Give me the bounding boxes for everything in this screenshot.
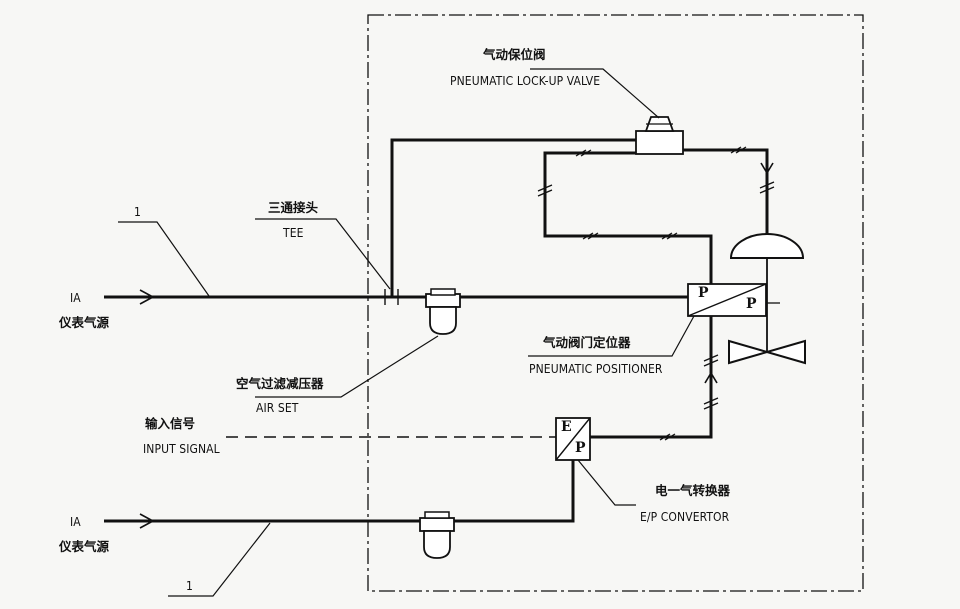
leader-positioner (528, 315, 695, 357)
tee-label-en: TEE (283, 226, 304, 240)
air-set-label-zh: 空气过滤减压器 (236, 376, 324, 391)
positioner-label-zh: 气动阀门定位器 (543, 335, 631, 350)
positioner-symbol (687, 283, 767, 317)
callout-number-top: 1 (134, 205, 141, 219)
positioner-letter-left: P (698, 285, 709, 301)
leader-callout-top (118, 221, 210, 297)
lockup-supply-line (390, 138, 636, 297)
ia-supply-line-top (104, 289, 688, 305)
ia-label-bottom: IA (70, 515, 81, 529)
air-set-top (425, 288, 461, 335)
ep-converter-label-zh: 电一气转换器 (655, 483, 731, 498)
ia-supply-line-bottom (104, 460, 575, 529)
ia-label-top: IA (70, 291, 81, 305)
ep-letter-bottom: P (575, 440, 586, 456)
control-valve-symbol (728, 233, 806, 365)
ia-label-bottom-zh: 仪表气源 (59, 539, 110, 554)
ep-output-line (590, 316, 719, 441)
leader-lines (118, 68, 695, 597)
actuator-signal-line (683, 146, 775, 258)
input-signal-label-zh: 输入信号 (145, 416, 196, 431)
leader-lockup (530, 68, 660, 119)
input-signal-label-en: INPUT SIGNAL (143, 442, 220, 456)
air-set-label-en: AIR SET (256, 401, 299, 415)
leader-tee (255, 218, 391, 290)
equipment-boundary (367, 14, 864, 592)
positioner-letter-right: P (746, 296, 757, 312)
air-set-bottom (419, 511, 455, 559)
lockup-valve-symbol (635, 116, 684, 155)
positioner-label-en: PNEUMATIC POSITIONER (529, 362, 663, 376)
lockup-valve-label-zh: 气动保位阀 (483, 47, 546, 62)
lockup-valve-label-en: PNEUMATIC LOCK-UP VALVE (450, 74, 601, 88)
positioner-output-loop (537, 149, 713, 287)
ep-converter-symbol (555, 417, 591, 461)
leader-ep (577, 459, 636, 506)
tee-fitting (384, 289, 399, 305)
ep-converter-label-en: E/P CONVERTOR (640, 510, 730, 524)
ep-letter-top: E (561, 419, 572, 435)
leader-airset (255, 335, 439, 398)
callout-number-bottom: 1 (186, 579, 193, 593)
ia-label-top-zh: 仪表气源 (59, 315, 110, 330)
leader-callout-bottom (168, 522, 271, 597)
tee-label-zh: 三通接头 (268, 200, 319, 215)
